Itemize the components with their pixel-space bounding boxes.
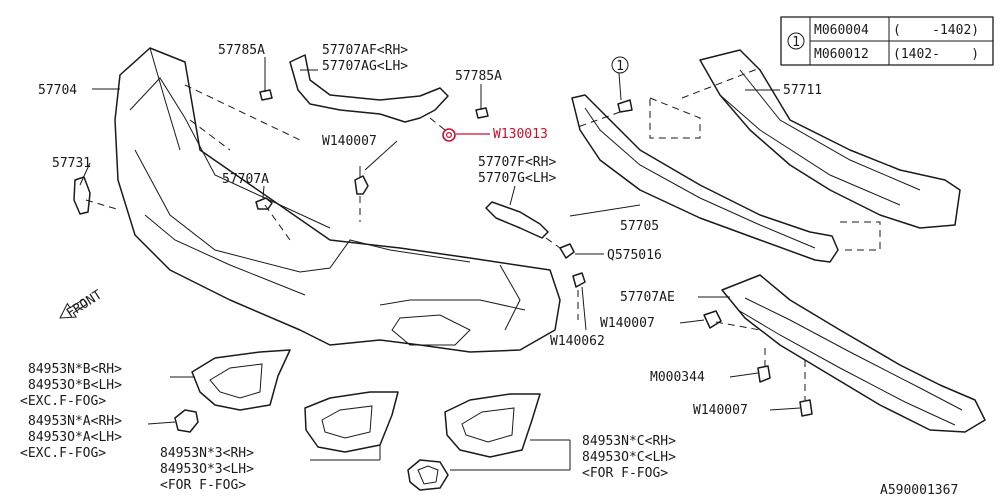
table-part-1: M060004 [814, 23, 869, 38]
side-bracket [485, 201, 549, 239]
label-callout-1: 1 [616, 59, 624, 74]
label-57707g: 57707G<LH> [478, 171, 556, 186]
label-fog-b-rh: 84953N*B<RH> [28, 362, 122, 377]
label-57707ae: 57707AE [620, 290, 675, 305]
fog-bezel-3 [304, 391, 399, 453]
label-fog-c-note: <FOR F-FOG> [582, 466, 668, 481]
label-57707ag: 57707AG<LH> [322, 59, 408, 74]
fog-bezel-b [191, 349, 291, 411]
bumper-beam [571, 94, 839, 263]
label-w140007-bottom: W140007 [693, 403, 748, 418]
label-57705: 57705 [620, 219, 659, 234]
label-w140007-mid: W140007 [600, 316, 655, 331]
clip-57707a [255, 197, 273, 210]
callout-circle [611, 56, 629, 74]
highlighted-fastener [442, 128, 490, 142]
label-fog-c-lh: 84953O*C<LH> [582, 450, 676, 465]
label-w140062: W140062 [550, 334, 605, 349]
table-callout-number: 1 [792, 35, 800, 50]
table-callout-circle [787, 32, 805, 50]
label-fog-c-rh: 84953N*C<RH> [582, 434, 676, 449]
leader-lines [79, 57, 801, 471]
labels: 57704 57785A 57707AF<RH> 57707AG<LH> 577… [20, 43, 958, 498]
reinforcement [699, 49, 961, 229]
label-fog-3-note: <FOR F-FOG> [160, 478, 246, 493]
label-57707f: 57707F<RH> [478, 155, 556, 170]
table-range-2: (1402- ) [893, 47, 979, 62]
label-57707af: 57707AF<RH> [322, 43, 408, 58]
label-w130013: W130013 [493, 127, 548, 142]
label-diagram-id: A590001367 [880, 483, 958, 498]
label-m000344: M000344 [650, 370, 705, 385]
fog-cap-a [174, 409, 199, 433]
label-fog-b-lh: 84953O*B<LH> [28, 378, 122, 393]
front-bumper-face [114, 47, 561, 353]
lower-reinforcement [721, 274, 986, 433]
reference-table: 1 M060004 ( -1402) M060012 (1402- ) [780, 16, 994, 66]
label-fog-a-lh: 84953O*A<LH> [28, 430, 122, 445]
label-fog-3-rh: 84953N*3<RH> [160, 446, 254, 461]
label-fog-a-note: <EXC.F-FOG> [20, 446, 106, 461]
label-fog-b-note: <EXC.F-FOG> [20, 394, 106, 409]
label-57785a-left: 57785A [218, 43, 265, 58]
fog-ring [407, 459, 449, 491]
label-q575016: Q575016 [607, 248, 662, 263]
front-arrow [59, 298, 88, 319]
label-fog-a-rh: 84953N*A<RH> [28, 414, 122, 429]
label-57704: 57704 [38, 83, 77, 98]
label-57731: 57731 [52, 156, 91, 171]
label-front: FRONT [64, 287, 105, 321]
upper-bracket [289, 54, 449, 123]
label-fog-3-lh: 84953O*3<LH> [160, 462, 254, 477]
side-cover [73, 176, 91, 215]
label-57785a-right: 57785A [455, 69, 502, 84]
assembly-lines [85, 67, 881, 400]
label-w140007-top: W140007 [322, 134, 377, 149]
table-part-2: M060012 [814, 47, 869, 62]
table-range-1: ( -1402) [893, 23, 979, 38]
label-57707a: 57707A [222, 172, 269, 187]
label-57711: 57711 [783, 83, 822, 98]
fog-bezel-c [444, 393, 541, 458]
fasteners [259, 63, 813, 417]
